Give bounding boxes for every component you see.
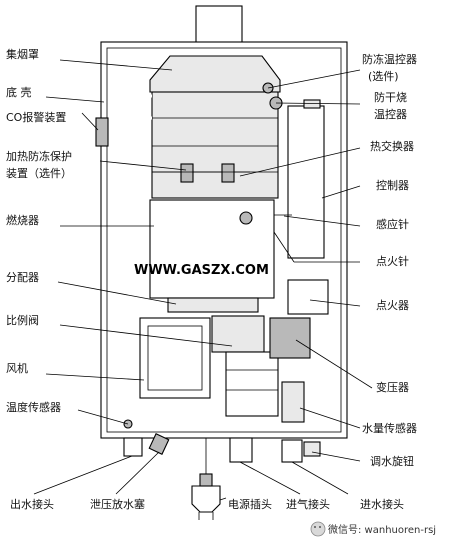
label-controller: 控制器 (376, 178, 409, 192)
label-antifreeze-thermostat-1: 防冻温控器 (362, 52, 417, 66)
label-distributor: 分配器 (6, 271, 39, 284)
transformer (269, 317, 311, 359)
co-alarm-device (95, 117, 109, 147)
drain-plug (148, 433, 170, 455)
label-water-outlet: 出水接头 (10, 497, 54, 511)
label-transformer: 变压器 (376, 380, 409, 394)
burner (149, 199, 275, 299)
label-heat-exchanger: 热交换器 (370, 139, 414, 153)
antifreeze-heater-left (180, 163, 194, 183)
label-co-alarm: CO报警装置 (6, 110, 66, 124)
device-drawing (95, 5, 348, 520)
label-bottom-shell: 底 壳 (6, 85, 32, 99)
power-plug (191, 485, 221, 513)
label-sensing-needle: 感应针 (376, 217, 409, 231)
inner-frame (106, 47, 342, 433)
distributor (167, 297, 259, 313)
wechat-badge: 微信号: wanhuoren-rsj (310, 521, 436, 537)
proportional-valve (211, 315, 265, 353)
gas-inlet-connector (229, 437, 253, 463)
label-smoke-hood: 集烟罩 (6, 47, 39, 61)
wechat-icon (310, 521, 326, 537)
label-water-knob: 调水旋钮 (370, 454, 414, 468)
label-ignition-needle: 点火针 (376, 254, 409, 268)
label-burner: 燃烧器 (6, 213, 39, 227)
smoke-hood (149, 55, 281, 93)
water-outlet-connector (123, 437, 143, 457)
sensing-needle-head (239, 211, 253, 225)
controller-box (287, 105, 325, 259)
label-gas-inlet: 进气接头 (286, 497, 330, 511)
gas-valve-body (225, 351, 279, 417)
label-igniter: 点火器 (376, 299, 409, 312)
antifreeze-heater-right (221, 163, 235, 183)
label-fan: 风机 (6, 361, 28, 375)
label-heat-antifreeze-1: 加热防冻保护 (6, 149, 72, 163)
fan (139, 317, 211, 399)
label-drain-plug: 泄压放水塞 (90, 497, 145, 511)
label-power-plug: 电源插头 (228, 497, 272, 511)
label-antifreeze-thermostat-2: (选件) (368, 70, 399, 83)
label-heat-antifreeze-2: 装置（选件） (6, 167, 72, 180)
watermark-text: WWW.GASZX.COM (134, 263, 269, 278)
label-dryfire-1: 防干烧 (374, 90, 407, 104)
wechat-id: 微信号: wanhuoren-rsj (328, 523, 436, 536)
heat-exchanger (151, 91, 279, 199)
label-water-sensor: 水量传感器 (362, 422, 417, 435)
water-flow-sensor (281, 381, 305, 423)
flue-outlet (195, 5, 243, 45)
label-dryfire-2: 温控器 (374, 107, 407, 121)
label-temp-sensor: 温度传感器 (6, 400, 61, 414)
leader-lines (33, 59, 373, 501)
water-inlet-connector (281, 439, 303, 463)
igniter (287, 279, 329, 315)
water-knob (303, 441, 321, 457)
label-proportional-valve: 比例阀 (6, 313, 39, 327)
label-water-inlet: 进水接头 (360, 498, 404, 511)
